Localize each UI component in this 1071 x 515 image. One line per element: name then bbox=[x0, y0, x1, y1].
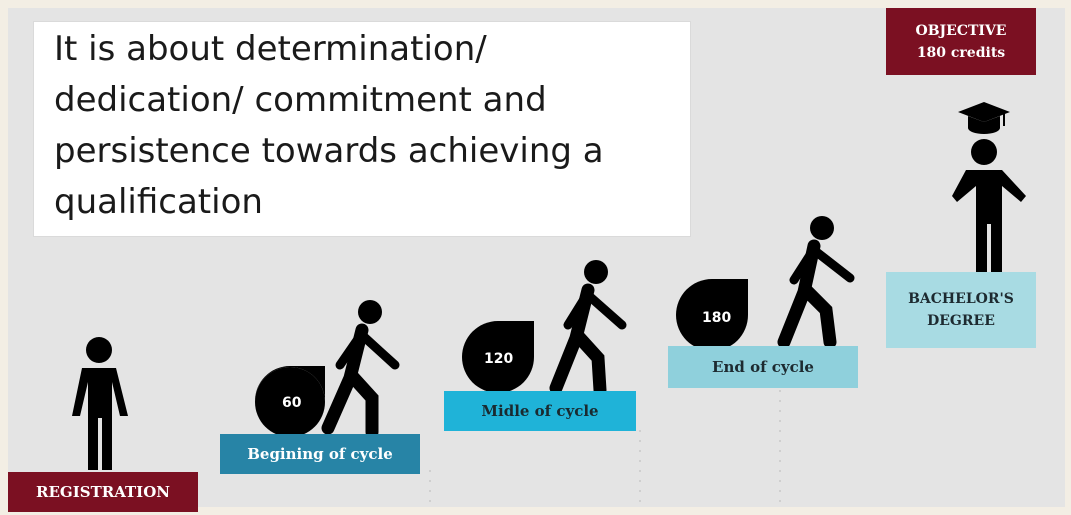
objective-badge: OBJECTIVE 180 credits bbox=[886, 8, 1036, 75]
graduate-icon bbox=[952, 102, 1026, 276]
credits-180-label: 180 bbox=[702, 310, 731, 326]
walking-person-icon bbox=[777, 216, 855, 349]
walking-person-icon bbox=[549, 260, 627, 397]
stage-beginning-label: Begining of cycle bbox=[220, 434, 420, 474]
stage-middle-label: Midle of cycle bbox=[444, 391, 636, 431]
credits-blob-120: 120 bbox=[462, 321, 534, 393]
guide-lines bbox=[429, 390, 781, 510]
credits-blob-60: 60 bbox=[254, 366, 325, 437]
bachelors-degree-label: BACHELOR'S DEGREE bbox=[886, 272, 1036, 348]
quote-text-box: It is about determination/ dedication/ c… bbox=[33, 21, 691, 237]
credits-120-label: 120 bbox=[484, 351, 513, 367]
stage-registration-label: REGISTRATION bbox=[8, 472, 198, 512]
standing-person-icon bbox=[72, 337, 128, 470]
credits-blob-180: 180 bbox=[676, 279, 748, 351]
credits-60-label: 60 bbox=[282, 395, 302, 411]
stage-end-label: End of cycle bbox=[668, 346, 858, 388]
walking-person-icon bbox=[321, 300, 400, 439]
